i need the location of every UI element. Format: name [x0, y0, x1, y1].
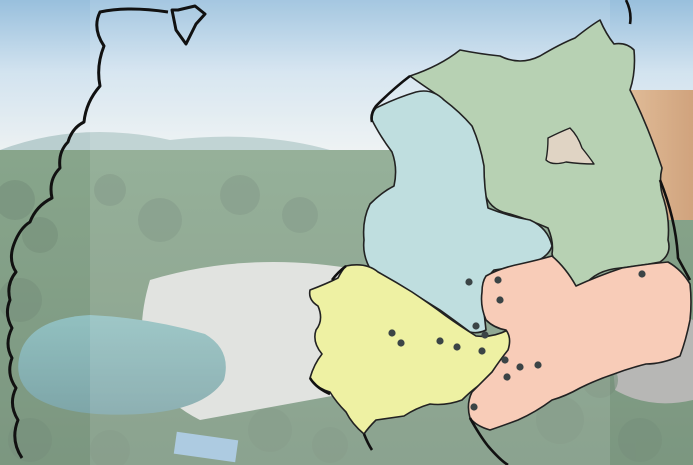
location-marker: [436, 337, 444, 345]
region-southeast: [467, 255, 692, 431]
location-marker: [472, 322, 480, 330]
location-marker: [388, 329, 396, 337]
location-marker: [397, 339, 405, 347]
location-marker: [534, 361, 542, 369]
location-marker: [638, 270, 646, 278]
location-marker: [453, 343, 461, 351]
location-marker: [478, 347, 486, 355]
border-outline-main: [308, 74, 411, 451]
location-marker: [465, 278, 473, 286]
location-marker: [470, 403, 478, 411]
location-marker: [503, 373, 511, 381]
location-marker: [501, 356, 509, 364]
location-marker: [481, 331, 489, 339]
region-southwest: [308, 264, 515, 435]
border-outline-right: [468, 0, 692, 465]
border-outline: [5, 4, 207, 459]
location-marker: [494, 276, 502, 284]
region-enclave: [545, 127, 595, 165]
location-marker: [516, 363, 524, 371]
location-marker: [496, 296, 504, 304]
